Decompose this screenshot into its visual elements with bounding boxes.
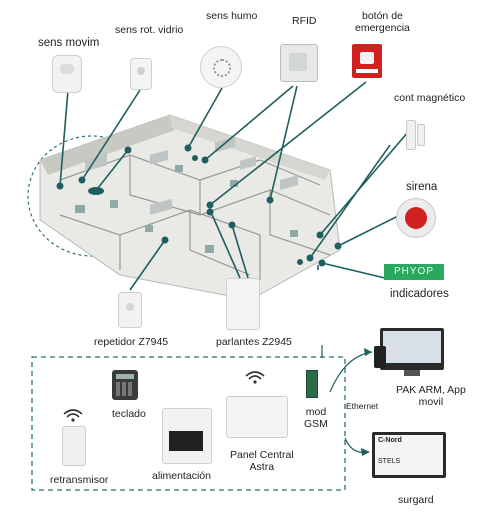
- indicator-sign: PHYOP: [384, 264, 444, 280]
- label-boton-emergencia: botón de emergencia: [355, 10, 410, 34]
- retransmitter-icon: [62, 426, 86, 466]
- label-surgard: surgard: [398, 494, 434, 506]
- surgard-item: STELS: [378, 458, 401, 465]
- indicator-sign-text: PHYOP: [393, 266, 434, 277]
- glass-break-sensor-icon: [130, 58, 152, 90]
- label-rfid: RFID: [292, 15, 317, 27]
- gsm-module-icon: [306, 370, 318, 398]
- motion-sensor-icon: [52, 55, 82, 93]
- surgard-brand: C-Nord: [378, 437, 402, 444]
- power-supply-icon: [162, 408, 212, 464]
- label-sens-movim: sens movim: [38, 37, 100, 49]
- emergency-button-icon: [352, 44, 382, 78]
- magnetic-contact-magnet-icon: [417, 124, 425, 146]
- speaker-icon: [226, 278, 260, 330]
- system-box: [31, 356, 346, 491]
- rfid-reader-icon: [280, 44, 318, 82]
- label-retransmisor: retransmisor: [50, 474, 109, 486]
- label-sens-humo: sens humo: [206, 10, 258, 22]
- label-cont-magnetico: cont magnético: [394, 92, 466, 104]
- label-mod-gsm: mod GSM: [304, 406, 328, 430]
- label-sirena: sirena: [406, 181, 438, 193]
- building-floorplan: [39, 114, 341, 301]
- label-teclado: teclado: [112, 408, 146, 420]
- label-parlantes: parlantes Z2945: [216, 336, 292, 348]
- connection-dots: [56, 144, 342, 267]
- label-pak-arm: PAK ARM, App movil: [396, 384, 466, 408]
- label-alimentacion: alimentación: [152, 470, 211, 482]
- label-repetidor: repetidor Z7945: [94, 336, 169, 348]
- repeater-icon: [118, 292, 142, 328]
- central-panel-icon: [226, 396, 288, 438]
- connection-lines: [59, 81, 415, 291]
- label-sens-rot-vidrio: sens rot. vidrio: [115, 24, 184, 36]
- monitor-icon: [380, 328, 444, 370]
- monitor-stand: [404, 370, 420, 376]
- phone-icon: [374, 346, 386, 368]
- keypad-icon: [112, 370, 138, 400]
- surgard-monitor-icon: C-Nord STELS: [372, 432, 446, 478]
- label-ethernet: Ethernet: [346, 401, 379, 411]
- label-panel-central: Panel Central Astra: [230, 449, 294, 473]
- panel-wifi-icon: [244, 370, 266, 384]
- magnetic-contact-icon: [406, 120, 416, 150]
- siren-icon: [396, 198, 436, 238]
- wifi-icon: [62, 408, 84, 422]
- smoke-detector-icon: [200, 46, 242, 88]
- label-indicadores: indicadores: [390, 288, 449, 300]
